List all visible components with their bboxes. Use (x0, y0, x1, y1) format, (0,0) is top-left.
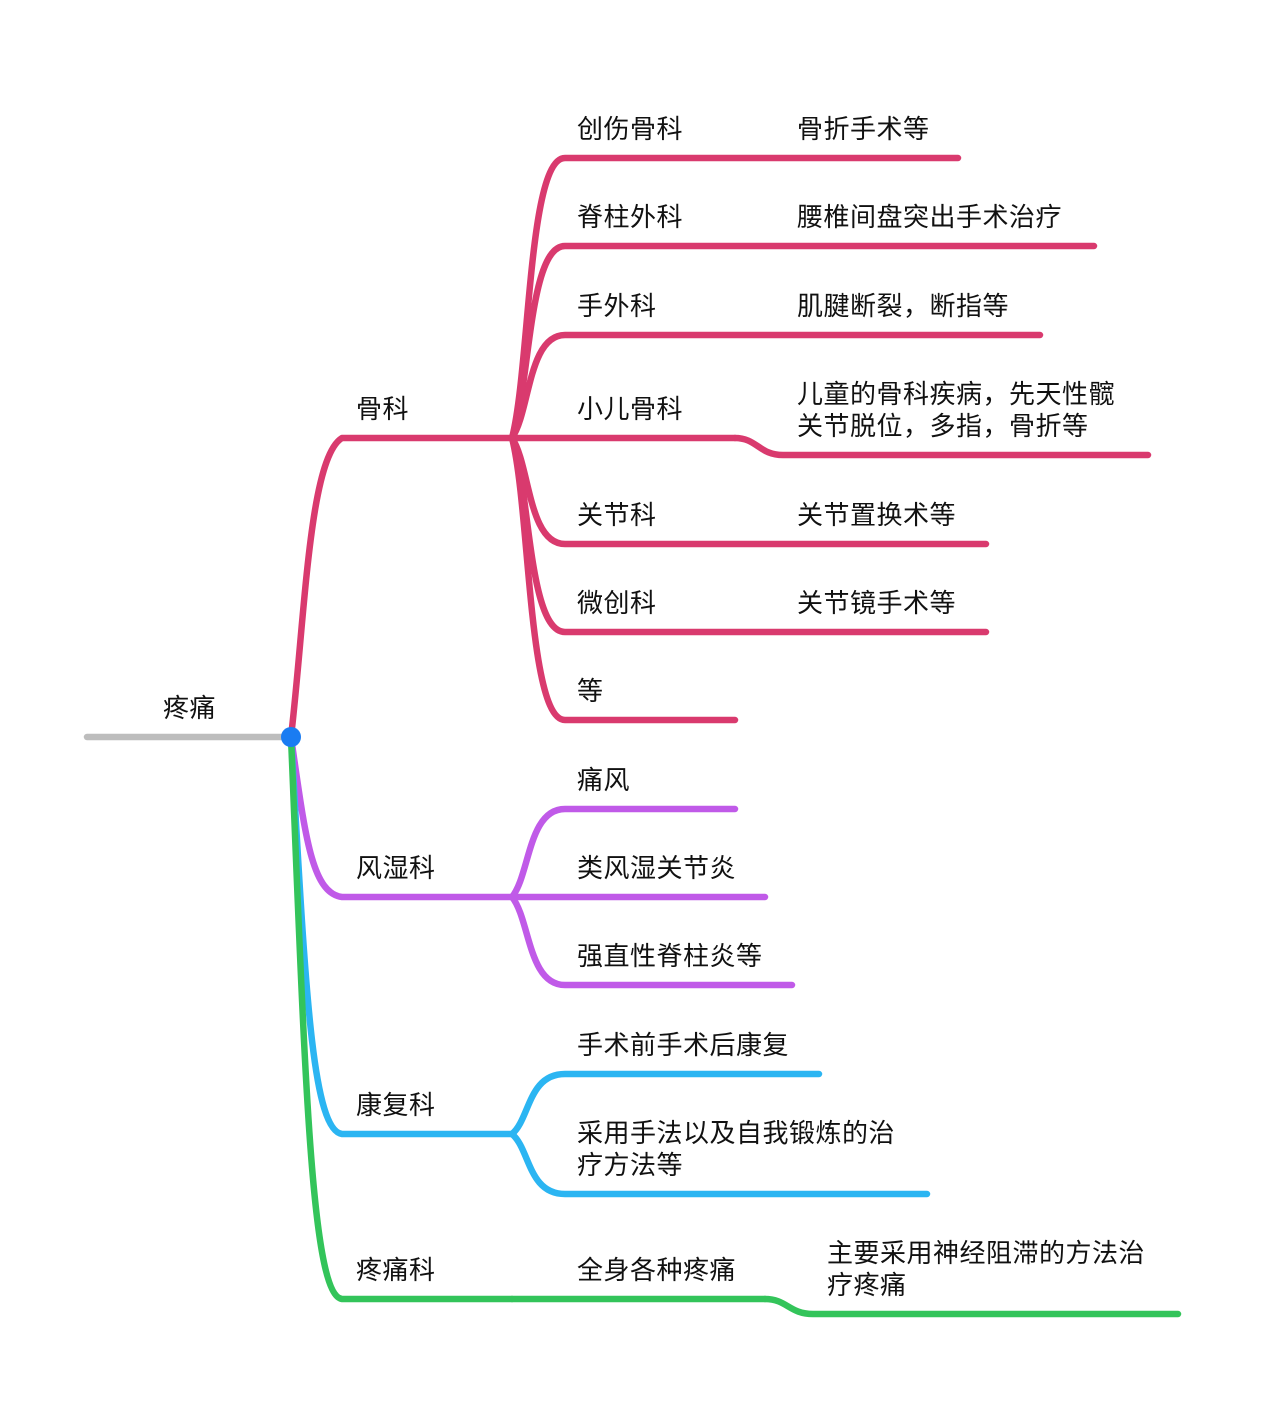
sub-label-1-1: 类风湿关节炎 (577, 853, 736, 885)
detail-label-0-3-line: 儿童的骨科疾病，先天性髋 (797, 380, 1116, 410)
sub-label-0-0: 创伤骨科 (577, 114, 683, 146)
sub-label-2-0-line: 手术前手术后康复 (577, 1031, 790, 1061)
sub-label-0-2-line: 手外科 (577, 292, 657, 322)
sub-label-1-2-line: 强直性脊柱炎等 (577, 942, 763, 972)
branch-line-3 (287, 733, 516, 1303)
branch-label-1: 风湿科 (356, 853, 436, 885)
sub-label-1-1-line: 类风湿关节炎 (577, 854, 737, 884)
sub-label-2-1-line: 采用手法以及自我锻炼的治 (577, 1119, 896, 1149)
detail-label-0-1-line: 腰椎间盘突出手术治疗 (797, 203, 1063, 233)
sub-label-2-1-line: 疗方法等 (577, 1151, 684, 1181)
sub-label-0-4-line: 关节科 (577, 501, 657, 531)
detail-label-3-0-line: 疗疼痛 (827, 1271, 907, 1301)
detail-label-0-0: 骨折手术等 (797, 114, 930, 146)
sub-label-0-3: 小儿骨科 (577, 394, 683, 426)
branch-label-0: 骨科 (356, 394, 409, 426)
branch-line-0 (287, 434, 516, 741)
sub-label-2-0: 手术前手术后康复 (577, 1030, 789, 1062)
sub-line-0-1 (508, 242, 1098, 442)
sub-label-2-1: 采用手法以及自我锻炼的治疗方法等 (577, 1118, 895, 1182)
detail-label-0-5-line: 关节镜手术等 (797, 589, 957, 619)
detail-label-0-4: 关节置换术等 (797, 500, 956, 532)
detail-label-0-3: 儿童的骨科疾病，先天性髋关节脱位，多指，骨折等 (797, 379, 1115, 443)
sub-label-0-2: 手外科 (577, 291, 657, 323)
detail-label-0-4-line: 关节置换术等 (797, 501, 957, 531)
branch-line-2 (287, 733, 516, 1138)
branch-label-2: 康复科 (356, 1090, 436, 1122)
sub-label-0-1-line: 脊柱外科 (577, 203, 684, 233)
sub-label-1-0: 痛风 (577, 765, 630, 797)
sub-label-3-0-line: 全身各种疼痛 (577, 1256, 737, 1286)
sub-label-0-5-line: 微创科 (577, 589, 657, 619)
branch-label-1-line: 风湿科 (356, 854, 436, 884)
branch-label-2-line: 康复科 (356, 1091, 436, 1121)
detail-label-0-2-line: 肌腱断裂，断指等 (797, 292, 1010, 322)
detail-label-0-1: 腰椎间盘突出手术治疗 (797, 202, 1062, 234)
sub-label-3-0: 全身各种疼痛 (577, 1255, 736, 1287)
branch-label-0-line: 骨科 (356, 395, 410, 425)
sub-label-0-3-line: 小儿骨科 (577, 395, 684, 425)
branch-label-3: 疼痛科 (356, 1255, 436, 1287)
root-node-dot[interactable] (281, 727, 301, 747)
sub-label-0-6: 等 (577, 676, 604, 708)
detail-label-0-2: 肌腱断裂，断指等 (797, 291, 1009, 323)
sub-label-0-0-line: 创伤骨科 (577, 115, 684, 145)
detail-line-0-3 (731, 434, 1152, 459)
sub-line-2-1 (508, 1130, 931, 1198)
sub-line-0-6 (508, 434, 739, 724)
sub-label-0-6-line: 等 (577, 677, 604, 707)
detail-label-3-0-line: 主要采用神经阻滞的方法治 (827, 1239, 1146, 1269)
detail-label-0-0-line: 骨折手术等 (797, 115, 930, 145)
sub-label-0-1: 脊柱外科 (577, 202, 683, 234)
root-label: 疼痛 (163, 693, 216, 725)
sub-line-2-0 (508, 1070, 823, 1138)
detail-label-0-5: 关节镜手术等 (797, 588, 956, 620)
detail-label-3-0: 主要采用神经阻滞的方法治疗疼痛 (827, 1238, 1145, 1302)
sub-line-1-2 (508, 893, 796, 989)
sub-line-1-0 (508, 805, 739, 901)
sub-label-0-4: 关节科 (577, 500, 657, 532)
sub-label-0-5: 微创科 (577, 588, 657, 620)
sub-line-0-2 (508, 331, 1044, 442)
sub-label-1-2: 强直性脊柱炎等 (577, 941, 763, 973)
branch-label-3-line: 疼痛科 (356, 1256, 436, 1286)
detail-line-3-0 (761, 1295, 1182, 1318)
root-label-line: 疼痛 (163, 694, 217, 724)
sub-label-1-0-line: 痛风 (577, 766, 631, 796)
detail-label-0-3-line: 关节脱位，多指，骨折等 (797, 412, 1089, 442)
